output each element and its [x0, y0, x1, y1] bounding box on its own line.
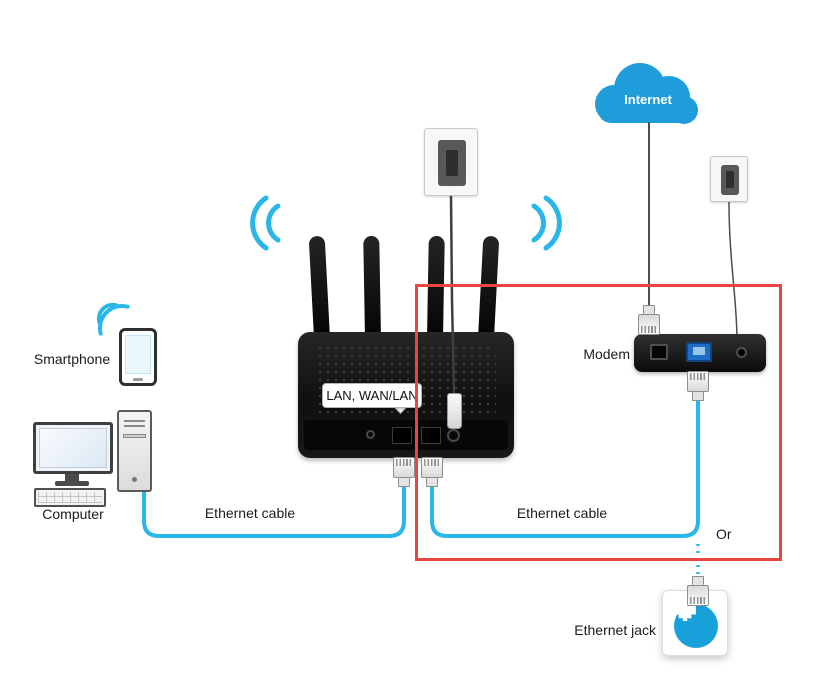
- modem-label: Modem: [583, 346, 630, 362]
- rj45-plug-icon: [687, 576, 709, 606]
- modem-device: [634, 334, 766, 372]
- router-antenna-3: [427, 235, 445, 339]
- tower-drive-bay: [123, 434, 146, 438]
- monitor-screen: [39, 428, 107, 468]
- router-lan-port: [392, 427, 412, 444]
- router-power-inlet: [447, 429, 460, 442]
- tower-power-button: [132, 477, 137, 482]
- rj45-plug-icon: [638, 305, 660, 335]
- outlet-slot: [446, 150, 458, 176]
- monitor-stand: [65, 474, 79, 481]
- computer-tower: [117, 410, 152, 492]
- tower-vent: [124, 425, 145, 427]
- computer-monitor: [33, 422, 113, 474]
- smartphone-device: [119, 328, 157, 386]
- smartphone-label: Smartphone: [33, 351, 111, 367]
- power-outlet-small-icon: [710, 156, 748, 202]
- power-outlet-icon: [424, 128, 478, 196]
- computer-keyboard: [34, 488, 106, 507]
- modem-power-line: [728, 201, 738, 341]
- modem-ethernet-port: [686, 342, 712, 362]
- ethernet-cable-label-left: Ethernet cable: [204, 505, 296, 521]
- router-wan-port: [421, 427, 441, 444]
- wifi-router: [298, 235, 514, 458]
- monitor-base: [55, 481, 89, 486]
- rj45-plug-icon: [421, 457, 443, 487]
- router-port-panel: [304, 420, 508, 450]
- router-antenna-4: [478, 235, 500, 339]
- or-label: Or: [716, 526, 732, 542]
- rj45-plug-icon: [393, 457, 415, 487]
- ethernet-cable-label-right: Ethernet cable: [516, 505, 608, 521]
- wifi-signal-right-icon: [531, 195, 562, 251]
- modem-power-jack: [736, 347, 747, 358]
- router-power-button: [366, 430, 375, 439]
- smartphone-screen: [125, 335, 151, 374]
- lan-wan-callout: LAN, WAN/LAN: [322, 383, 422, 408]
- internet-label: Internet: [624, 92, 672, 107]
- outlet-slot: [726, 171, 734, 188]
- keyboard-keys: [38, 492, 102, 503]
- wifi-signal-left-icon: [250, 195, 281, 251]
- modem-phone-port: [650, 344, 668, 360]
- rj45-plug-icon: [687, 371, 709, 401]
- computer-label: Computer: [42, 506, 104, 522]
- router-antenna-1: [308, 235, 330, 339]
- tower-vent: [124, 420, 145, 422]
- smartphone-home-button: [133, 378, 143, 381]
- router-antenna-2: [363, 235, 381, 339]
- router-power-plug: [447, 393, 462, 429]
- ethernet-port-icon: [674, 604, 696, 621]
- ethernet-jack-label: Ethernet jack: [574, 622, 656, 638]
